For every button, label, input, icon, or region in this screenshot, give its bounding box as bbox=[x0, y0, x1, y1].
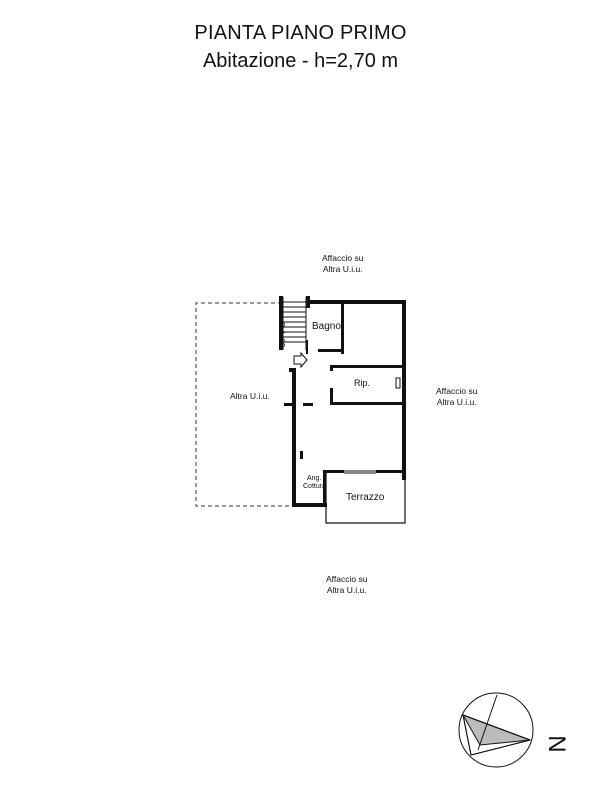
compass-icon bbox=[458, 692, 534, 768]
south-label-line1: Affaccio su bbox=[326, 574, 368, 584]
room-label-kitchen-line1: Ang. bbox=[307, 475, 322, 482]
north-label-line1: Affaccio su bbox=[322, 253, 364, 263]
east-label: Affaccio su Altra U.i.u. bbox=[436, 386, 477, 408]
north-label-line2: Altra U.i.u. bbox=[322, 264, 363, 274]
window-marks bbox=[320, 300, 401, 474]
terrace bbox=[325, 473, 406, 524]
stair bbox=[282, 297, 307, 350]
room-label-terrace: Terrazzo bbox=[346, 492, 385, 503]
stair-sub-label: Sub.23 bbox=[277, 322, 286, 348]
adjacent-unit-outline bbox=[195, 302, 294, 507]
entrance-arrow-icon bbox=[293, 351, 308, 369]
north-letter: N bbox=[544, 735, 572, 753]
south-label: Affaccio su Altra U.i.u. bbox=[326, 574, 367, 596]
room-label-storage: Rip. bbox=[354, 378, 371, 388]
west-label: Altra U.i.u. bbox=[230, 391, 270, 401]
page-subtitle: Abitazione - h=2,70 m bbox=[202, 50, 399, 72]
east-label-line1: Affaccio su bbox=[436, 386, 478, 396]
north-label: Affaccio su Altra U.i.u. bbox=[322, 253, 363, 275]
room-label-bathroom: Bagno bbox=[312, 321, 341, 332]
walls bbox=[279, 296, 406, 507]
room-label-kitchen-line2: Cottura bbox=[303, 483, 326, 490]
south-label-line2: Altra U.i.u. bbox=[326, 585, 367, 595]
east-label-line2: Altra U.i.u. bbox=[436, 397, 477, 407]
page-title: PIANTA PIANO PRIMO bbox=[194, 22, 407, 44]
